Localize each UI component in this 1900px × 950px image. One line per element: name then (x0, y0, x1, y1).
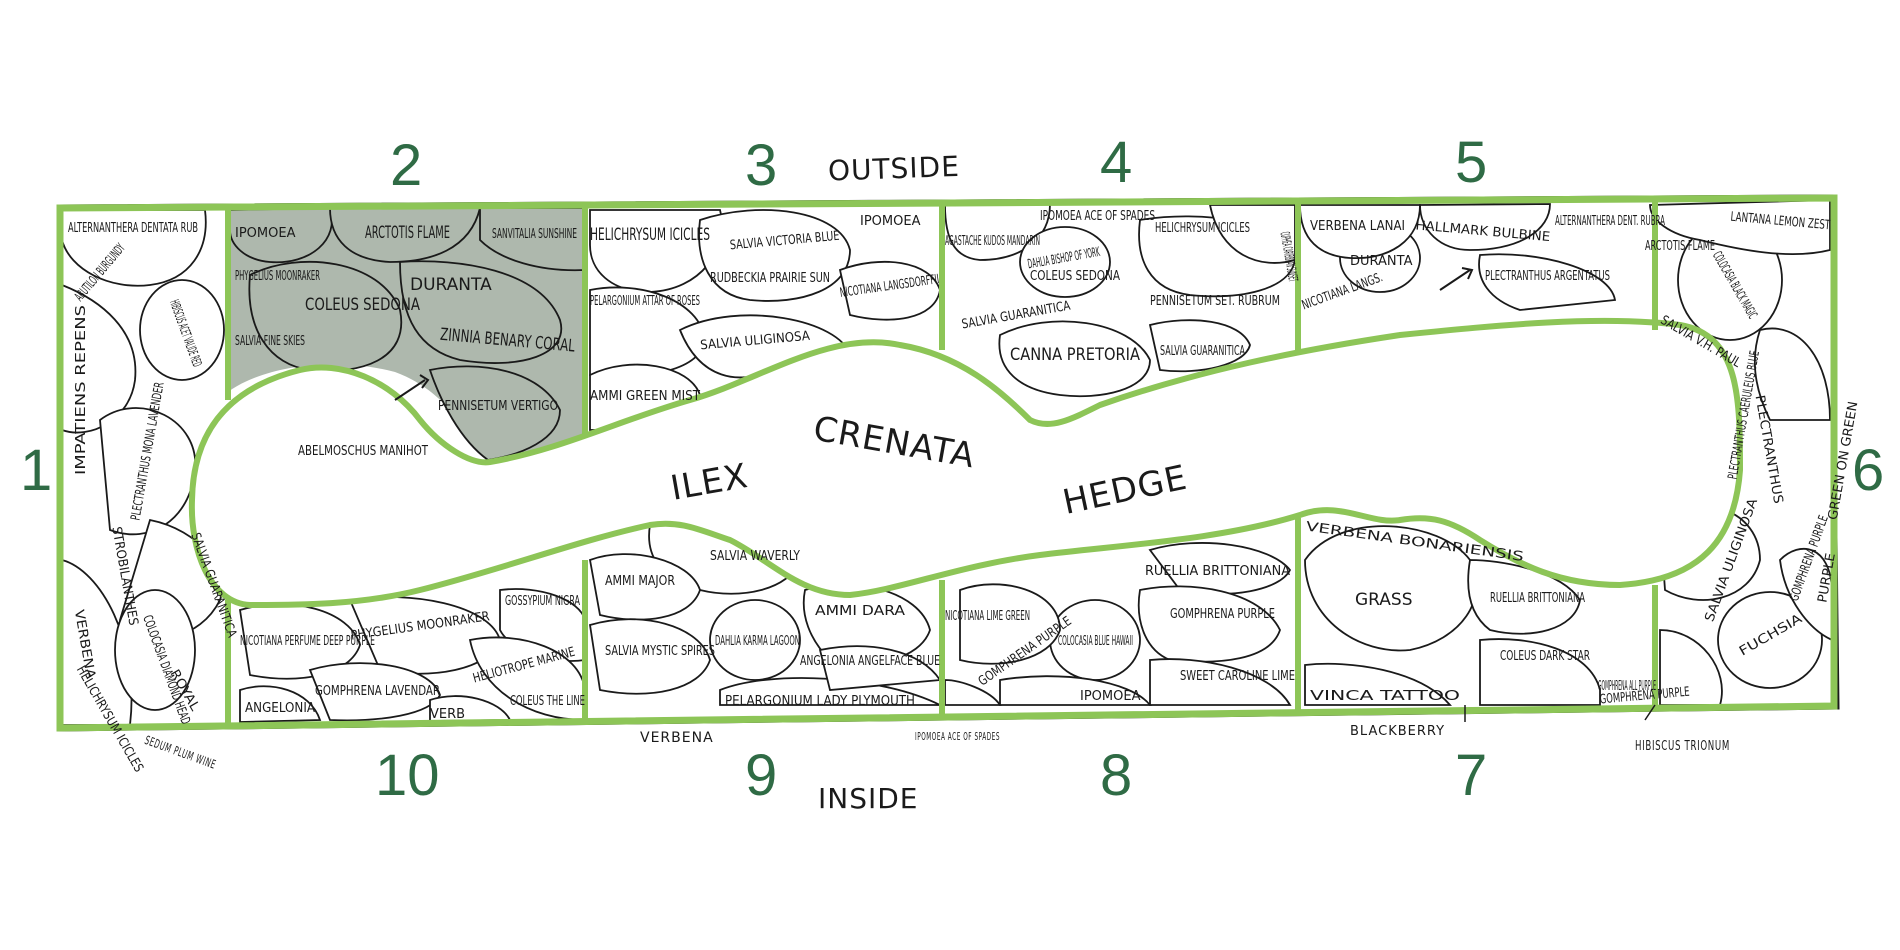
section-number-9: 9 (745, 743, 777, 808)
plant-label: HELICHRYSUM ICICLES (1155, 221, 1250, 236)
section-number-4: 4 (1100, 130, 1132, 195)
plant-label: COLOCASIA BLUE HAWAII (1058, 634, 1133, 649)
plant-label: HIBISCUS TRIONUM (1635, 739, 1730, 754)
plant-label: ARCTOTIS FLAME (1645, 239, 1715, 254)
plant-label: BLACKBERRY (1350, 724, 1445, 739)
plant-label: SALVIA GUARANITICA (1160, 344, 1245, 359)
plant-label: GOSSYPIUM NIGRA (505, 594, 580, 609)
section-number-5: 5 (1455, 130, 1487, 195)
plant-label: DURANTA (1350, 254, 1413, 269)
plant-label: ANGELONIA ANGELFACE BLUE (800, 654, 940, 669)
plant-label: COLEUS SEDONA (305, 295, 420, 315)
plant-label: CANNA PRETORIA (1010, 345, 1140, 365)
plant-label: SWEET CAROLINE LIME (1180, 669, 1295, 684)
plant-label: IPOMOEA (1080, 689, 1141, 704)
plant-label: NICOTIANA LIME GREEN (945, 609, 1030, 624)
plant-label: VERBENA (640, 730, 714, 746)
section-number-2: 2 (390, 133, 422, 198)
plant-label: AMMI MAJOR (605, 574, 675, 589)
plant-label: IMPATIENS REPENS (74, 305, 89, 475)
plant-label: COLEUS SEDONA (1030, 269, 1120, 284)
arrow-marker (394, 374, 430, 401)
plant-label: GRASS (1355, 590, 1413, 610)
plant-label: SANVITALIA SUNSHINE (492, 227, 577, 242)
bed-border-green (56, 194, 1838, 732)
plant-label: SEDUM PLUM WINE (143, 733, 218, 772)
plant-label: VINCA TATTOO (1310, 689, 1460, 704)
section-dividers (225, 199, 1658, 727)
plant-label: RUELLIA BRITTONIANA (1490, 591, 1585, 606)
plant-label: PENNISETUM SET. RUBRUM (1150, 294, 1280, 309)
plant-label: PLECTRANTHUS ARGENTATUS (1485, 269, 1610, 284)
section-number-3: 3 (745, 133, 777, 198)
plant-label: SALVIA FINE SKIES (235, 334, 305, 349)
plant-label: NICOTIANA PERFUME DEEP PURPLE (240, 634, 375, 649)
plant-label: SALVIA WAVERLY (710, 549, 800, 564)
hedge-border-green (188, 317, 1744, 609)
section-number-6: 6 (1852, 438, 1884, 503)
plant-label: VERBENA LANAI (1310, 219, 1405, 234)
plant-label: PENNISETUM VERTIGO (438, 399, 558, 414)
plant-label: DAHLIA KARMA LAGOON (715, 634, 800, 649)
plant-label: DURANTA (410, 275, 492, 295)
plant-label: PELARGONIUM ATTAR OF ROSES (590, 294, 700, 309)
inside-label: INSIDE (818, 782, 919, 815)
plant-label: GOMPHRENA PURPLE (1170, 607, 1275, 622)
plant-label: ALTERNANTHERA DENTATA RUB (68, 221, 198, 236)
plant-label: IPOMOEA (235, 226, 296, 241)
plant-label: IPOMOEA ACE OF SPADES (915, 730, 1000, 743)
plant-label: PELARGONIUM LADY PLYMOUTH (725, 694, 915, 709)
plant-label: ALTERNANTHERA DENT. RUBRA (1555, 214, 1665, 229)
plant-label: COLEUS THE LINE (510, 694, 585, 709)
section-number-7: 7 (1455, 743, 1487, 808)
plant-label: PHYGELIUS MOONRAKER (235, 269, 320, 284)
plant-label: VERB (430, 707, 465, 722)
plant-label: ARCTOTIS FLAME (365, 223, 450, 243)
section-number-10: 10 (375, 743, 440, 808)
arrow-marker (1439, 267, 1474, 291)
plant-label: RUDBECKIA PRAIRIE SUN (710, 271, 830, 286)
plant-label: GOMPHRENA ALL PURPLE (1598, 679, 1656, 694)
section-number-8: 8 (1100, 743, 1132, 808)
section-number-1: 1 (20, 438, 52, 503)
plant-label: GOMPHRENA LAVENDAR (315, 684, 440, 699)
plant-label: COLEUS DARK STAR (1500, 649, 1590, 664)
plant-label: ANGELONIA (245, 701, 315, 716)
plant-label: AMMI DARA (815, 604, 905, 619)
plant-label: HELICHRYSUM ICICLES (590, 225, 710, 245)
plant-label: IPOMOEA (860, 214, 921, 229)
plant-label: AGASTACHE KUDOS MANDARIN (945, 234, 1040, 249)
outside-label: OUTSIDE (827, 150, 960, 188)
plant-label: RUELLIA BRITTONIANA (1145, 564, 1290, 579)
plant-label: ABELMOSCHUS MANIHOT (298, 444, 428, 459)
pointer-line (1464, 704, 1656, 722)
plant-label: AMMI GREEN MIST (590, 389, 700, 404)
plant-label: SALVIA MYSTIC SPIRES (605, 644, 715, 659)
plant-label: IPOMOEA ACE OF SPADES (1040, 209, 1155, 224)
